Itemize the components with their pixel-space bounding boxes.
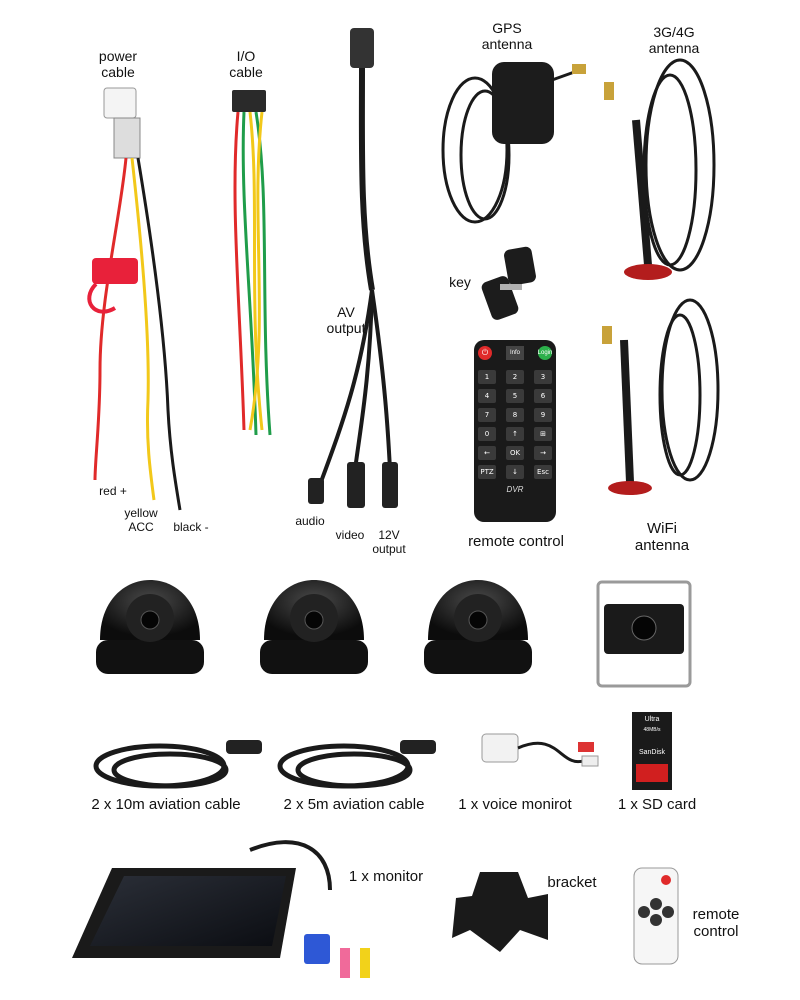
remote-control-small xyxy=(633,867,679,965)
remote-key: 5 xyxy=(506,389,524,403)
remote-key: → xyxy=(534,446,552,460)
voice-monitor xyxy=(481,733,599,767)
remote-key: 3 xyxy=(534,370,552,384)
io-cable xyxy=(232,90,272,436)
remote-key: 6 xyxy=(534,389,552,403)
dome-camera-2 xyxy=(260,580,368,674)
label-bracket: bracket xyxy=(547,874,597,891)
monitor xyxy=(72,840,370,978)
aviation-cable-5m xyxy=(277,740,436,789)
label-remote-control: remote control xyxy=(468,533,564,550)
remote-key: ← xyxy=(478,446,496,460)
remote-key: Esc xyxy=(534,465,552,479)
label-red: red + xyxy=(99,484,127,498)
power-cable xyxy=(87,87,182,511)
label-black: black - xyxy=(173,520,209,534)
remote-key: 8 xyxy=(506,408,524,422)
remote-key: PTZ xyxy=(478,465,496,479)
sd-line: Ultra xyxy=(644,716,660,723)
remote-key: 7 xyxy=(478,408,496,422)
remote-key-login: Login xyxy=(538,346,552,360)
dome-camera-3 xyxy=(424,580,532,674)
remote-key: ⊞ xyxy=(534,427,552,441)
aviation-cable-10m xyxy=(93,740,262,789)
remote-key-info: Info xyxy=(506,346,524,360)
remote-key: 2 xyxy=(506,370,524,384)
label-audio: audio xyxy=(295,514,325,528)
av-output-cable xyxy=(308,28,398,508)
label-voice-monitor: 1 x voice monirot xyxy=(458,796,572,813)
power-button-icon: ⏻ xyxy=(478,346,492,360)
remote-key: ↓ xyxy=(506,465,524,479)
label-10m-cable: 2 x 10m aviation cable xyxy=(91,796,241,813)
label-sd-card: 1 x SD card xyxy=(617,796,697,813)
rear-camera xyxy=(596,580,692,688)
remote-key: 9 xyxy=(534,408,552,422)
remote-brand: DVR xyxy=(506,485,524,494)
label-5m-cable: 2 x 5m aviation cable xyxy=(283,796,425,813)
sd-card-text: Ultra 48MB/s SanDisk xyxy=(634,716,670,756)
dome-camera-1 xyxy=(96,580,204,674)
remote-key: OK xyxy=(506,446,524,460)
sd-card xyxy=(632,712,672,790)
label-monitor: 1 x monitor xyxy=(348,868,424,885)
sd-capacity: 48MB/s xyxy=(643,727,661,733)
gps-antenna xyxy=(441,62,586,224)
keys xyxy=(481,246,536,320)
wifi-antenna xyxy=(602,298,720,495)
label-key: key xyxy=(449,274,471,290)
remote-key: 0 xyxy=(478,427,496,441)
remote-key: ↑ xyxy=(506,427,524,441)
bracket xyxy=(452,872,548,952)
remote-key: 1 xyxy=(478,370,496,384)
sd-brand: SanDisk xyxy=(638,749,666,756)
label-video: video xyxy=(335,528,365,542)
3g4g-antenna xyxy=(604,58,716,280)
remote-key: 4 xyxy=(478,389,496,403)
